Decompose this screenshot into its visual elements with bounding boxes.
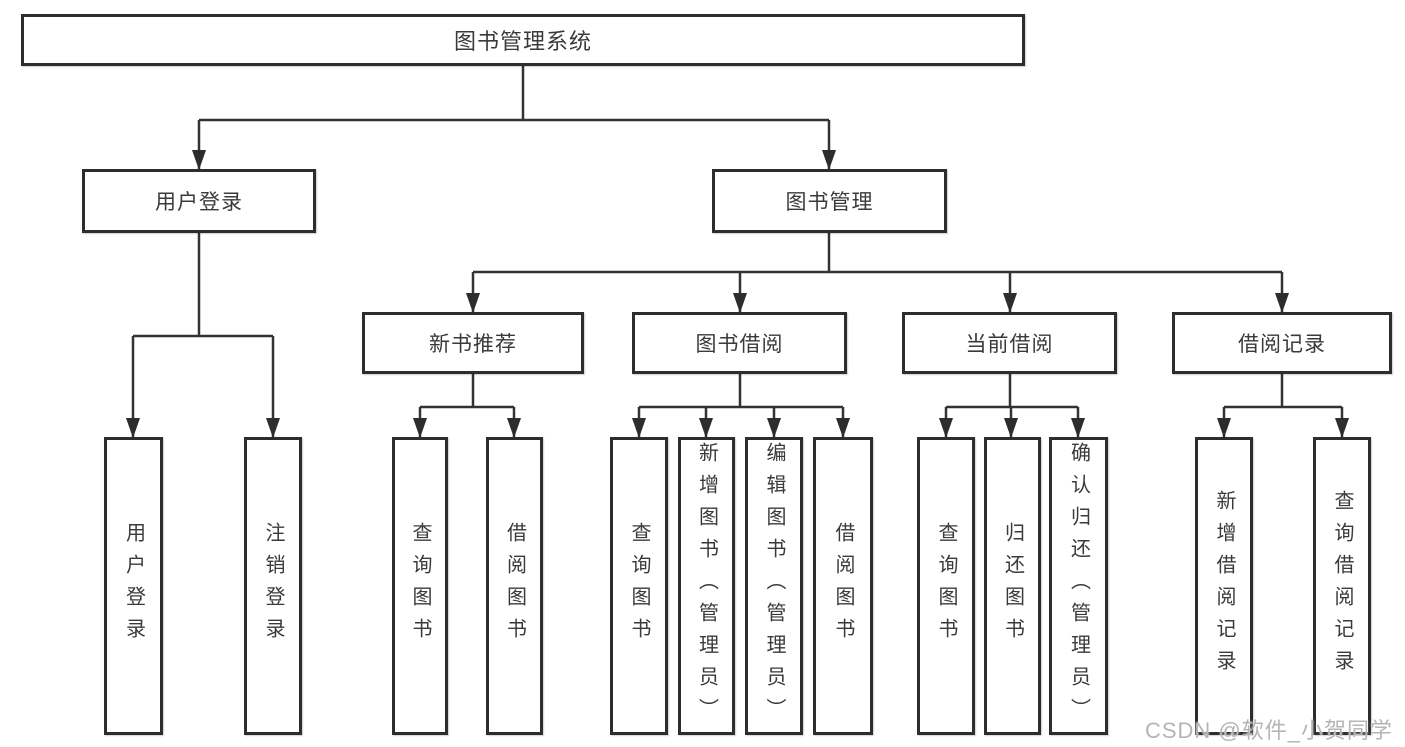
node-new-book-recommend: 新书推荐 xyxy=(362,312,584,374)
node-label: 新书推荐 xyxy=(429,333,517,356)
node-borrow-records: 借阅记录 xyxy=(1172,312,1392,374)
node-label: 借阅图书 xyxy=(832,522,854,650)
node-leaf-query-books-3: 查询图书 xyxy=(917,437,975,735)
node-label: 用户登录 xyxy=(122,522,145,650)
node-label: 借阅记录 xyxy=(1238,333,1326,356)
node-leaf-add-books-admin: 新增图书（管理员） xyxy=(678,437,735,735)
node-label: 图书管理系统 xyxy=(453,29,592,54)
node-label: 查询图书 xyxy=(628,522,650,650)
node-label: 注销登录 xyxy=(262,522,284,650)
node-user-login-branch: 用户登录 xyxy=(82,169,316,233)
node-book-borrow: 图书借阅 xyxy=(632,312,847,374)
node-label: 查询图书 xyxy=(409,522,431,650)
node-leaf-query-books-1: 查询图书 xyxy=(392,437,448,735)
node-library-management-system: 图书管理系统 xyxy=(21,14,1025,66)
node-label: 查询图书 xyxy=(935,522,957,650)
node-leaf-logout: 注销登录 xyxy=(244,437,302,735)
node-label: 确认归还（管理员） xyxy=(1067,442,1090,730)
node-leaf-borrow-books-1: 借阅图书 xyxy=(486,437,543,735)
node-leaf-confirm-return-admin: 确认归还（管理员） xyxy=(1049,437,1108,735)
node-leaf-borrow-books-2: 借阅图书 xyxy=(813,437,873,735)
node-label: 归还图书 xyxy=(1001,522,1024,650)
node-book-management-branch: 图书管理 xyxy=(712,169,947,233)
node-label: 图书借阅 xyxy=(695,333,784,356)
node-label: 借阅图书 xyxy=(503,522,526,650)
node-label: 编辑图书（管理员） xyxy=(763,442,785,730)
node-label: 查询借阅记录 xyxy=(1331,490,1353,682)
csdn-watermark: CSDN @软件_小贺同学 xyxy=(1144,718,1393,743)
node-leaf-add-borrow-record: 新增借阅记录 xyxy=(1195,437,1253,735)
node-label: 用户登录 xyxy=(155,191,243,214)
node-leaf-query-books-2: 查询图书 xyxy=(610,437,668,735)
node-leaf-query-borrow-record: 查询借阅记录 xyxy=(1313,437,1371,735)
node-leaf-user-login: 用户登录 xyxy=(104,437,163,735)
node-leaf-return-books: 归还图书 xyxy=(984,437,1041,735)
node-current-borrow: 当前借阅 xyxy=(902,312,1117,374)
node-label: 新增图书（管理员） xyxy=(695,442,718,730)
node-label: 当前借阅 xyxy=(965,333,1054,356)
node-label: 新增借阅记录 xyxy=(1213,490,1235,682)
node-leaf-edit-books-admin: 编辑图书（管理员） xyxy=(745,437,803,735)
node-label: 图书管理 xyxy=(785,191,874,214)
